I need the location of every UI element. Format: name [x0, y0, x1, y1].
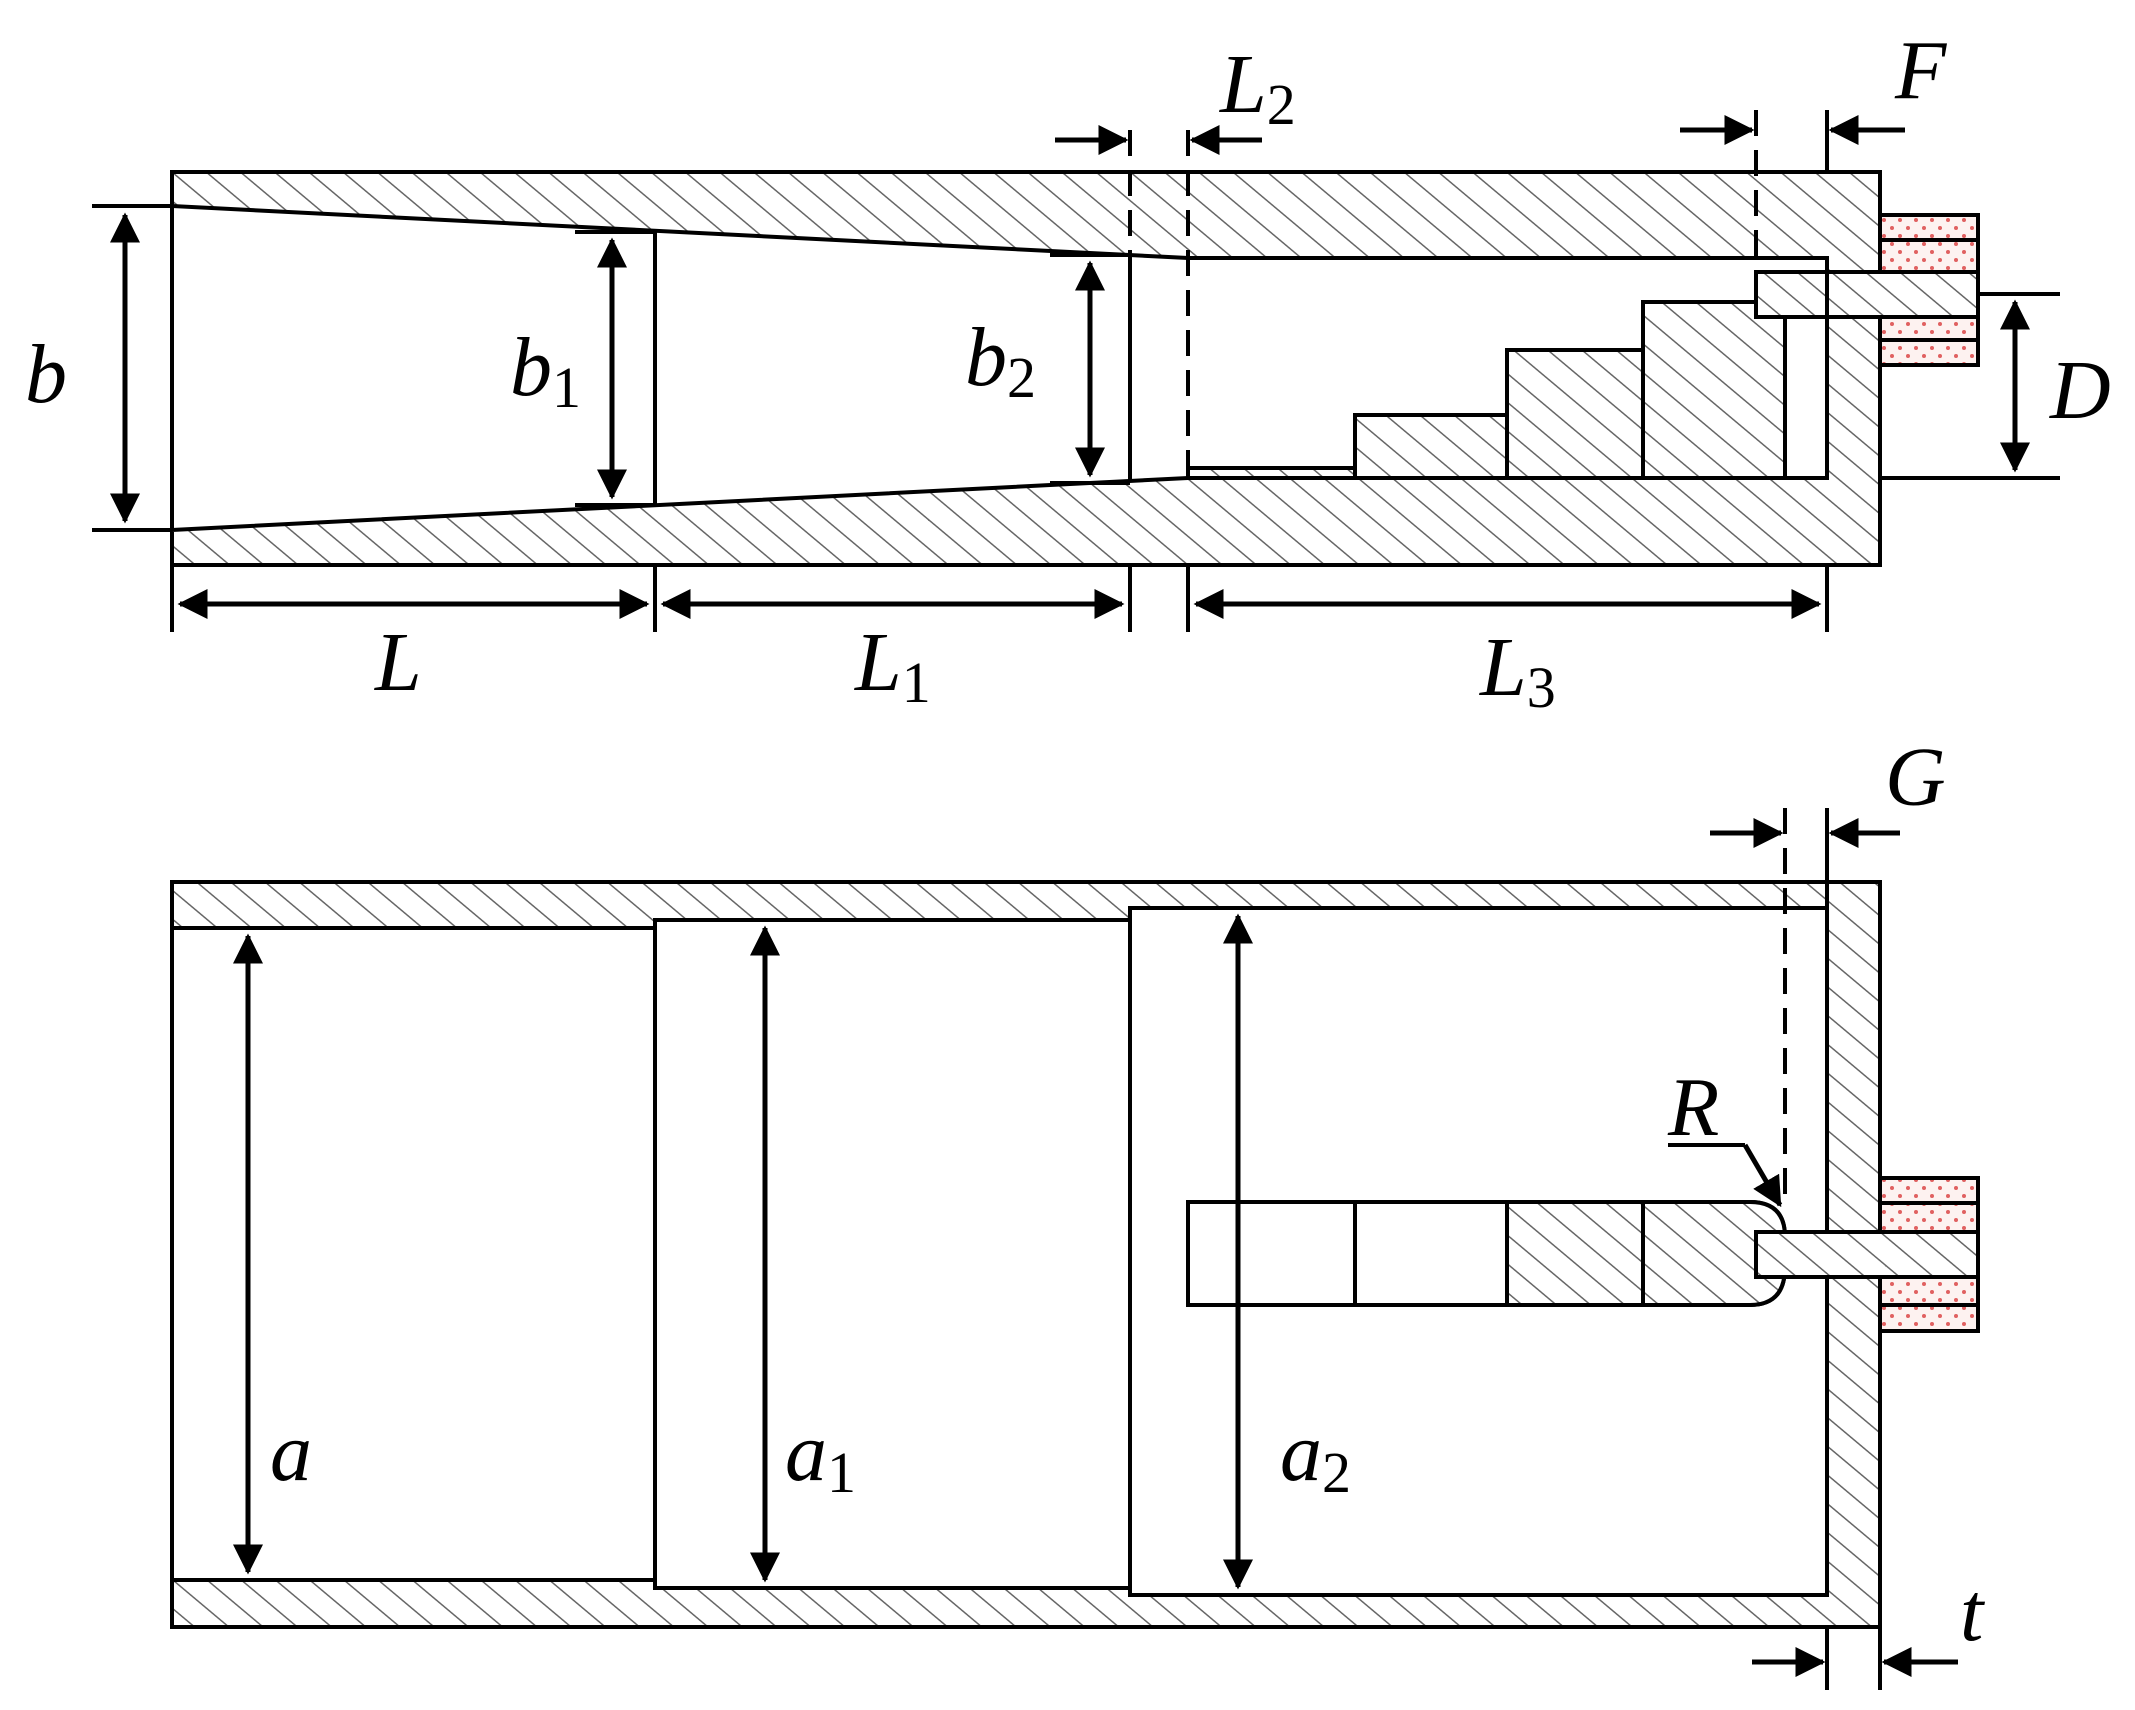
label-a: a [270, 1406, 312, 1499]
bottom-ridge-hatched-step [1505, 1200, 1787, 1307]
label-t: t [1960, 1566, 1986, 1659]
label-b2: b2 [965, 311, 1036, 410]
label-L3: L3 [1479, 621, 1556, 720]
label-R: R [1667, 1061, 1719, 1154]
label-D: D [2049, 344, 2111, 437]
top-stepped-ridge [1186, 300, 1787, 480]
top-coax-dielectric-upper [1878, 213, 1980, 274]
R-leader-arrow [1742, 1143, 1783, 1208]
label-F: F [1894, 24, 1948, 117]
top-upper-wall [170, 170, 1882, 274]
label-b: b [25, 328, 67, 421]
label-b1: b1 [510, 321, 581, 420]
label-G: G [1885, 731, 1946, 824]
bottom-probe-pin [1754, 1230, 1980, 1279]
label-a1: a1 [785, 1406, 856, 1505]
label-a2: a2 [1280, 1406, 1351, 1505]
label-L: L [374, 616, 422, 709]
bottom-view: a a1 a2 G R t [170, 731, 1986, 1690]
label-L2: L2 [1219, 38, 1296, 137]
top-view: b b1 b2 L L1 L2 L3 F D [25, 24, 2111, 720]
label-L1: L1 [854, 616, 931, 715]
top-probe-pin [1754, 270, 1980, 319]
